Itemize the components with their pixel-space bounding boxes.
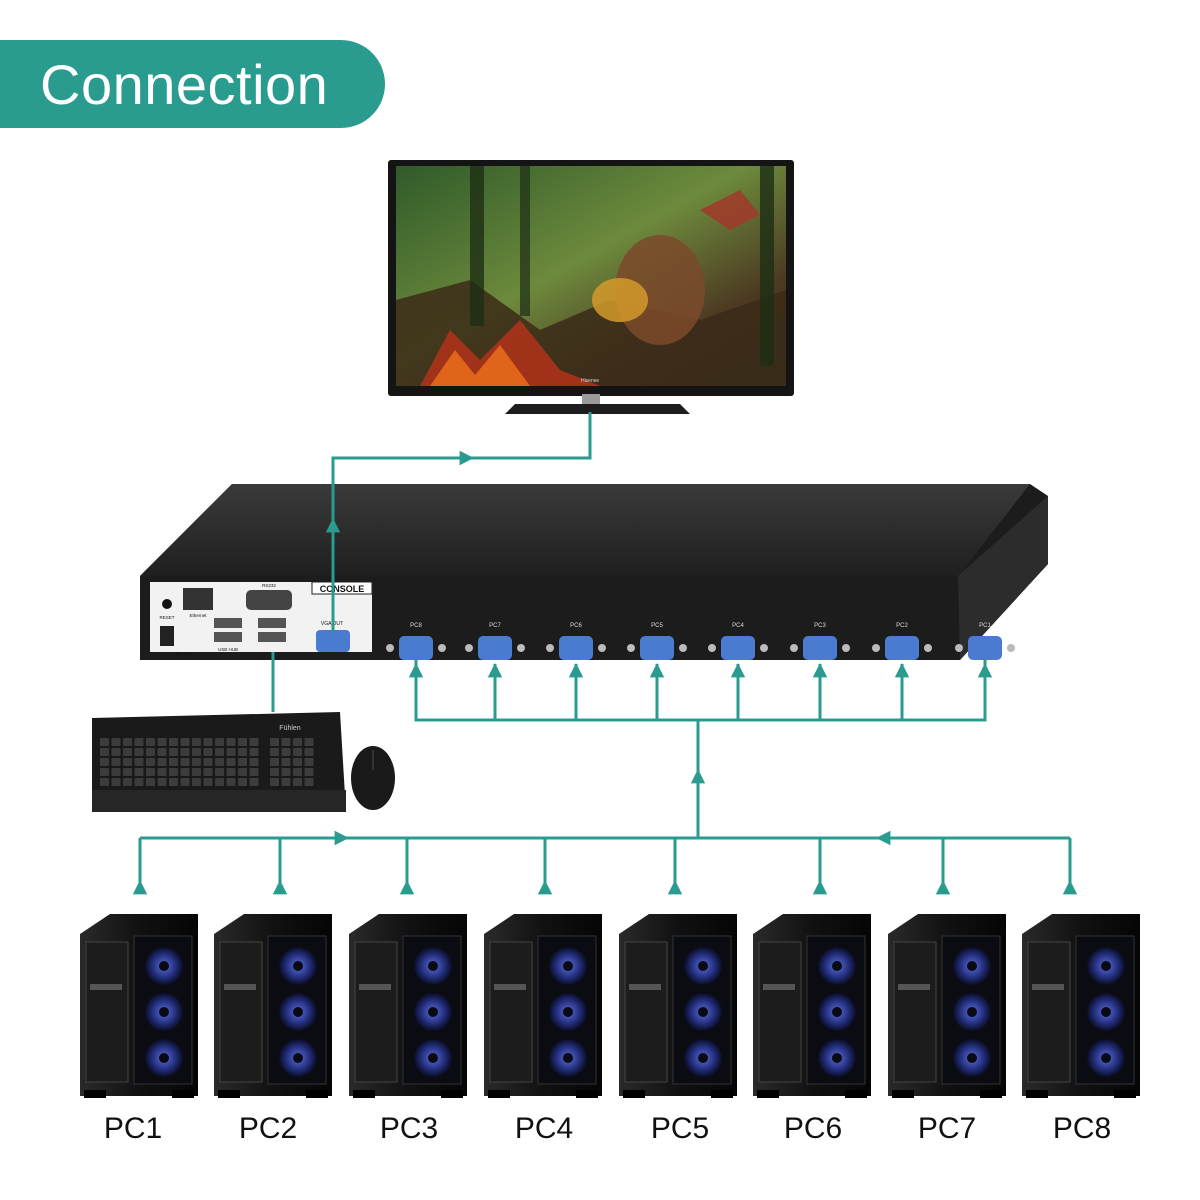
arrow-icon (399, 880, 415, 895)
usb-hub-port-2[interactable] (214, 632, 242, 642)
rs232-port[interactable] (246, 590, 292, 610)
arrow-icon (977, 663, 993, 678)
arrow-icon (649, 663, 665, 678)
kvm-port-pc4[interactable]: PC4 (708, 623, 768, 660)
vga-port-icon (399, 636, 433, 660)
arrow-icon (876, 830, 891, 846)
keyboard-keys (100, 738, 314, 786)
arrow-icon (325, 518, 341, 533)
pc-label-pc3: PC3 (379, 1112, 439, 1145)
title-banner: Connection (0, 40, 385, 128)
arrow-icon (408, 663, 424, 678)
pc-label-pc5: PC5 (650, 1112, 710, 1145)
arrow-icon (1062, 880, 1078, 895)
page-title: Connection (40, 52, 329, 116)
kvm-port-pc3[interactable]: PC3 (790, 623, 850, 660)
kvm-port-pc6[interactable]: PC6 (546, 623, 606, 660)
pc-tower-pc2 (214, 914, 332, 1098)
pc-label-pc4: PC4 (514, 1112, 574, 1145)
arrow-icon (272, 880, 288, 895)
pc-label-pc8: PC8 (1052, 1112, 1112, 1145)
pc-label-pc1: PC1 (103, 1112, 163, 1145)
monitor: Hisense (388, 160, 794, 414)
monitor-neck (582, 394, 600, 406)
kvm-port-label: PC3 (814, 623, 826, 629)
arrow-icon (667, 880, 683, 895)
arrow-icon (568, 663, 584, 678)
vga-port-icon (559, 636, 593, 660)
connection-lines (132, 412, 1078, 895)
kvm-port-pc8[interactable]: PC8 (386, 623, 446, 660)
vga-port-icon (721, 636, 755, 660)
kvm-top (140, 484, 1030, 576)
kvm-port-label: PC8 (410, 623, 422, 629)
vga-port-icon (803, 636, 837, 660)
kvm-switch: CONSOLE RESET DC 12V Ethernet RS232 USB … (140, 484, 1048, 660)
arrow-icon (812, 880, 828, 895)
pc-tower-pc5 (619, 914, 737, 1098)
kvm-port-label: PC4 (732, 623, 744, 629)
kvm-port-label: PC1 (979, 623, 991, 629)
vga-port-icon (885, 636, 919, 660)
dc-label: DC 12V (176, 651, 192, 656)
console-label: CONSOLE (320, 584, 365, 594)
reset-label: RESET (159, 615, 174, 620)
pc-port-row: PC8 PC7 PC6 PC5 PC4 PC3 PC2 PC1 (386, 623, 1015, 660)
pc-tower-pc3 (349, 914, 467, 1098)
pc-tower-pc7 (888, 914, 1006, 1098)
console-usb-port-2[interactable] (258, 632, 286, 642)
rs232-label: RS232 (262, 583, 276, 588)
pc-tower-pc8 (1022, 914, 1140, 1098)
arrow-icon (690, 769, 706, 784)
arrow-icon (459, 450, 474, 466)
kvm-port-label: PC5 (651, 623, 663, 629)
vga-port-icon (968, 636, 1002, 660)
kvm-port-pc7[interactable]: PC7 (465, 623, 525, 660)
reset-button[interactable] (162, 599, 172, 609)
arrow-icon (935, 880, 951, 895)
kvm-port-label: PC7 (489, 623, 501, 629)
mouse (351, 746, 395, 810)
game-scene-image (396, 166, 786, 386)
arrow-icon (812, 663, 828, 678)
ethernet-port[interactable] (183, 588, 213, 610)
keyboard-brand: Fühlen (279, 725, 301, 732)
vga-port-icon (478, 636, 512, 660)
pc-tower-pc4 (484, 914, 602, 1098)
pc-tower-row (80, 914, 1140, 1098)
kvm-port-pc5[interactable]: PC5 (627, 623, 687, 660)
arrow-icon (487, 663, 503, 678)
kvm-port-pc1[interactable]: PC1 (955, 623, 1015, 660)
monitor-stand (505, 404, 690, 414)
arrow-icon (334, 830, 349, 846)
kvm-port-label: PC2 (896, 623, 908, 629)
monitor-brand: Hisense (581, 378, 599, 384)
arrow-icon (537, 880, 553, 895)
usb-hub-port-1[interactable] (214, 618, 242, 628)
keyboard-mouse: Fühlen (92, 712, 395, 812)
pc-label-pc6: PC6 (783, 1112, 843, 1145)
usb-hub-label: USB HUB (218, 647, 238, 652)
kvm-side (958, 496, 1048, 660)
pc-tower-pc6 (753, 914, 871, 1098)
arrow-icon (132, 880, 148, 895)
kvm-port-pc2[interactable]: PC2 (872, 623, 932, 660)
ethernet-label: Ethernet (189, 613, 207, 618)
arrow-icon (894, 663, 910, 678)
pc-label-pc7: PC7 (917, 1112, 977, 1145)
vga-port-icon (640, 636, 674, 660)
kvm-port-label: PC6 (570, 623, 582, 629)
arrow-icon (730, 663, 746, 678)
dc-jack[interactable] (160, 626, 174, 646)
console-usb-port-1[interactable] (258, 618, 286, 628)
pc-label-pc2: PC2 (238, 1112, 298, 1145)
pc-tower-pc1 (80, 914, 198, 1098)
vga-out-port[interactable] (316, 630, 350, 652)
